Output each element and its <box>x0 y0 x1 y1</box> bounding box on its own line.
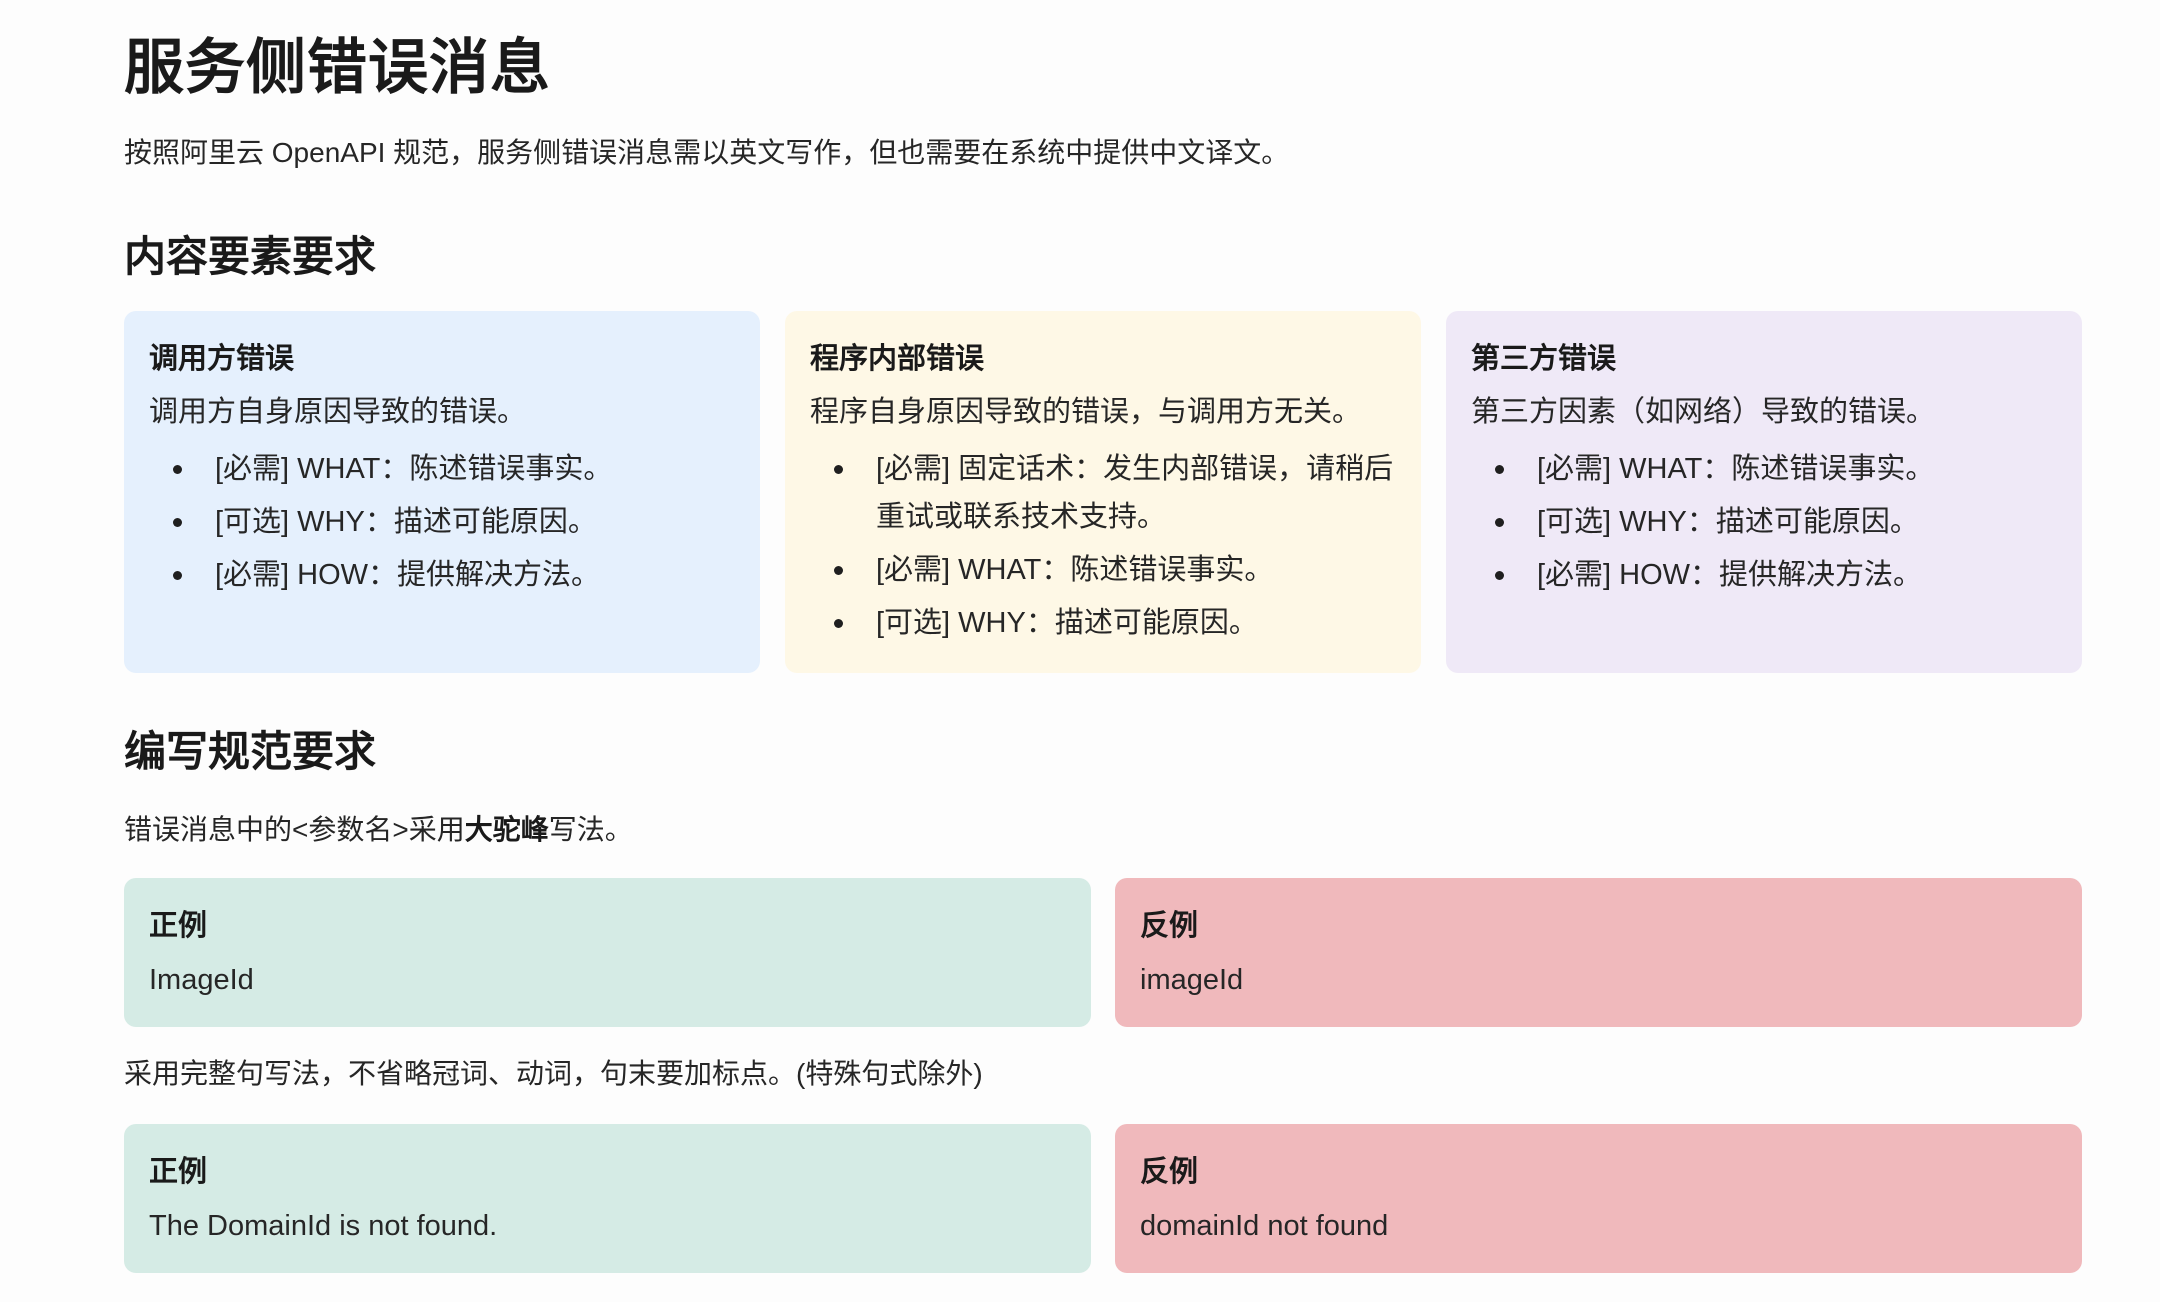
rule-text: 写法。 <box>548 814 633 845</box>
bullet-icon <box>834 465 843 474</box>
example-row-camelcase: 正例 ImageId 反例 imageId <box>124 878 2082 1027</box>
card-internal-error: 程序内部错误 程序自身原因导致的错误，与调用方无关。 [必需] 固定话术：发生内… <box>785 311 1421 673</box>
list-item-text: [可选] WHY：描述可能原因。 <box>1537 506 1919 538</box>
rule-description-full-sentence: 采用完整句写法，不省略冠词、动词，句末要加标点。(特殊句式除外) <box>124 1058 983 1089</box>
card-title: 程序内部错误 <box>810 343 985 375</box>
bullet-icon <box>1495 518 1504 527</box>
list-item: [必需] 固定话术：发生内部错误，请稍后重试或联系技术支持。 <box>810 445 1396 541</box>
bad-example: 反例 imageId <box>1115 878 2082 1027</box>
list-item: [必需] WHAT：陈述错误事实。 <box>149 445 735 493</box>
example-value: imageId <box>1140 964 1244 996</box>
list-item-text: [必需] 固定话术：发生内部错误，请稍后重试或联系技术支持。 <box>876 453 1394 533</box>
rule-emphasis: 大驼峰 <box>464 814 549 845</box>
list-item: [可选] WHY：描述可能原因。 <box>810 599 1396 647</box>
rule-text: 错误消息中的<参数名>采用 <box>124 814 465 845</box>
example-value: domainId not found <box>1140 1210 1389 1242</box>
list-item-text: [必需] WHAT：陈述错误事实。 <box>876 554 1274 586</box>
list-item: [必需] HOW：提供解决方法。 <box>1471 551 2057 599</box>
card-title: 调用方错误 <box>149 343 295 375</box>
example-label: 正例 <box>149 910 208 942</box>
section-heading-writing: 编写规范要求 <box>124 728 377 775</box>
list-item: [可选] WHY：描述可能原因。 <box>1471 498 2057 546</box>
page-title: 服务侧错误消息 <box>124 34 551 101</box>
intro-paragraph: 按照阿里云 OpenAPI 规范，服务侧错误消息需以英文写作，但也需要在系统中提… <box>124 137 1290 168</box>
card-description: 程序自身原因导致的错误，与调用方无关。 <box>810 396 1362 428</box>
list-item: [必需] WHAT：陈述错误事实。 <box>1471 445 2057 493</box>
good-example: 正例 The DomainId is not found. <box>124 1124 1091 1273</box>
error-type-cards: 调用方错误 调用方自身原因导致的错误。 [必需] WHAT：陈述错误事实。 [可… <box>124 311 2082 673</box>
list-item: [必需] WHAT：陈述错误事实。 <box>810 546 1396 594</box>
good-example: 正例 ImageId <box>124 878 1091 1027</box>
card-third-party-error: 第三方错误 第三方因素（如网络）导致的错误。 [必需] WHAT：陈述错误事实。… <box>1446 311 2082 673</box>
section-heading-content: 内容要素要求 <box>124 233 377 280</box>
example-label: 反例 <box>1140 1156 1199 1188</box>
card-description: 第三方因素（如网络）导致的错误。 <box>1471 396 1936 428</box>
example-label: 正例 <box>149 1156 208 1188</box>
example-value: The DomainId is not found. <box>149 1210 498 1242</box>
bullet-icon <box>1495 571 1504 580</box>
list-item: [必需] HOW：提供解决方法。 <box>149 551 735 599</box>
bullet-icon <box>173 571 182 580</box>
card-requirement-list: [必需] WHAT：陈述错误事实。 [可选] WHY：描述可能原因。 [必需] … <box>149 445 735 599</box>
list-item-text: [可选] WHY：描述可能原因。 <box>876 607 1258 639</box>
list-item-text: [必需] HOW：提供解决方法。 <box>215 559 601 591</box>
list-item-text: [必需] HOW：提供解决方法。 <box>1537 559 1923 591</box>
card-title: 第三方错误 <box>1471 343 1617 375</box>
example-row-full-sentence: 正例 The DomainId is not found. 反例 domainI… <box>124 1124 2082 1273</box>
bullet-icon <box>173 465 182 474</box>
bullet-icon <box>173 518 182 527</box>
card-requirement-list: [必需] 固定话术：发生内部错误，请稍后重试或联系技术支持。 [必需] WHAT… <box>810 445 1396 647</box>
bullet-icon <box>834 566 843 575</box>
list-item-text: [必需] WHAT：陈述错误事实。 <box>1537 453 1935 485</box>
example-value: ImageId <box>149 964 254 996</box>
card-caller-error: 调用方错误 调用方自身原因导致的错误。 [必需] WHAT：陈述错误事实。 [可… <box>124 311 760 673</box>
list-item: [可选] WHY：描述可能原因。 <box>149 498 735 546</box>
card-description: 调用方自身原因导致的错误。 <box>149 396 527 428</box>
example-label: 反例 <box>1140 910 1199 942</box>
bad-example: 反例 domainId not found <box>1115 1124 2082 1273</box>
rule-description-camelcase: 错误消息中的<参数名>采用大驼峰写法。 <box>124 811 633 849</box>
list-item-text: [必需] WHAT：陈述错误事实。 <box>215 453 613 485</box>
bullet-icon <box>1495 465 1504 474</box>
card-requirement-list: [必需] WHAT：陈述错误事实。 [可选] WHY：描述可能原因。 [必需] … <box>1471 445 2057 599</box>
list-item-text: [可选] WHY：描述可能原因。 <box>215 506 597 538</box>
bullet-icon <box>834 619 843 628</box>
